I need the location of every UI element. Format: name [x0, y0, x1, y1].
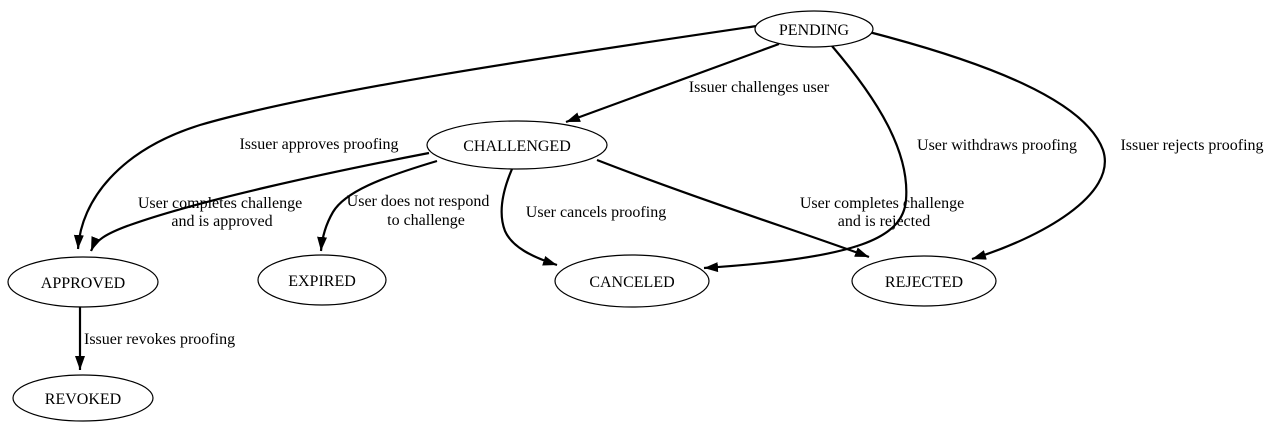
- edge-label-user-withdraws-proofing: User withdraws proofing: [917, 137, 1077, 154]
- approved-ellipse: [7, 256, 159, 308]
- pending-label: PENDING: [779, 22, 850, 39]
- edge-pending-challenged: [565, 42, 780, 124]
- state-node-challenged: CHALLENGED: [426, 120, 608, 170]
- rejected-ellipse: [851, 255, 997, 307]
- edge-label-completes-rejected: User completes challenge and is rejected: [800, 195, 968, 230]
- edge-label-completes-approved: User completes challenge and is approved: [138, 195, 306, 230]
- edge-pending-canceled: [703, 45, 908, 273]
- canceled-ellipse: [554, 254, 710, 308]
- state-node-approved: APPROVED: [7, 256, 159, 308]
- edge-challenged-canceled: [500, 168, 558, 267]
- edge-label-issuer-approves-proofing: Issuer approves proofing: [239, 136, 398, 153]
- edge-labels-layer: Issuer challenges user Issuer approves p…: [84, 79, 1264, 348]
- edge-challenged-expired: [317, 159, 438, 252]
- edge-label-issuer-revokes-proofing: Issuer revokes proofing: [84, 331, 235, 348]
- edge-pending-approved: [73, 24, 758, 250]
- challenged-label: CHALLENGED: [463, 138, 571, 155]
- nodes-layer: PENDING CHALLENGED APPROVED EXPIRED CANC…: [7, 10, 997, 422]
- pending-ellipse: [754, 10, 874, 48]
- edges-layer: [73, 24, 1106, 370]
- edge-challenged-rejected: [596, 158, 870, 259]
- revoked-label: REVOKED: [45, 391, 121, 408]
- edge-label-issuer-rejects-proofing: Issuer rejects proofing: [1120, 137, 1263, 154]
- state-node-pending: PENDING: [754, 10, 874, 48]
- state-node-revoked: REVOKED: [12, 374, 154, 422]
- rejected-label: REJECTED: [885, 274, 963, 291]
- edge-label-user-cancels-proofing: User cancels proofing: [526, 204, 666, 221]
- approved-label: APPROVED: [41, 275, 125, 292]
- edge-challenged-approved: [89, 151, 430, 252]
- edge-label-no-respond: User does not respond to challenge: [347, 193, 494, 229]
- edge-label-issuer-challenges-user: Issuer challenges user: [689, 79, 830, 96]
- challenged-ellipse: [426, 120, 608, 170]
- expired-label: EXPIRED: [288, 273, 356, 290]
- edge-pending-rejected: [868, 30, 1106, 261]
- state-node-rejected: REJECTED: [851, 255, 997, 307]
- expired-ellipse: [257, 254, 387, 306]
- state-node-expired: EXPIRED: [257, 254, 387, 306]
- state-node-canceled: CANCELED: [554, 254, 710, 308]
- revoked-ellipse: [12, 374, 154, 422]
- canceled-label: CANCELED: [589, 274, 674, 291]
